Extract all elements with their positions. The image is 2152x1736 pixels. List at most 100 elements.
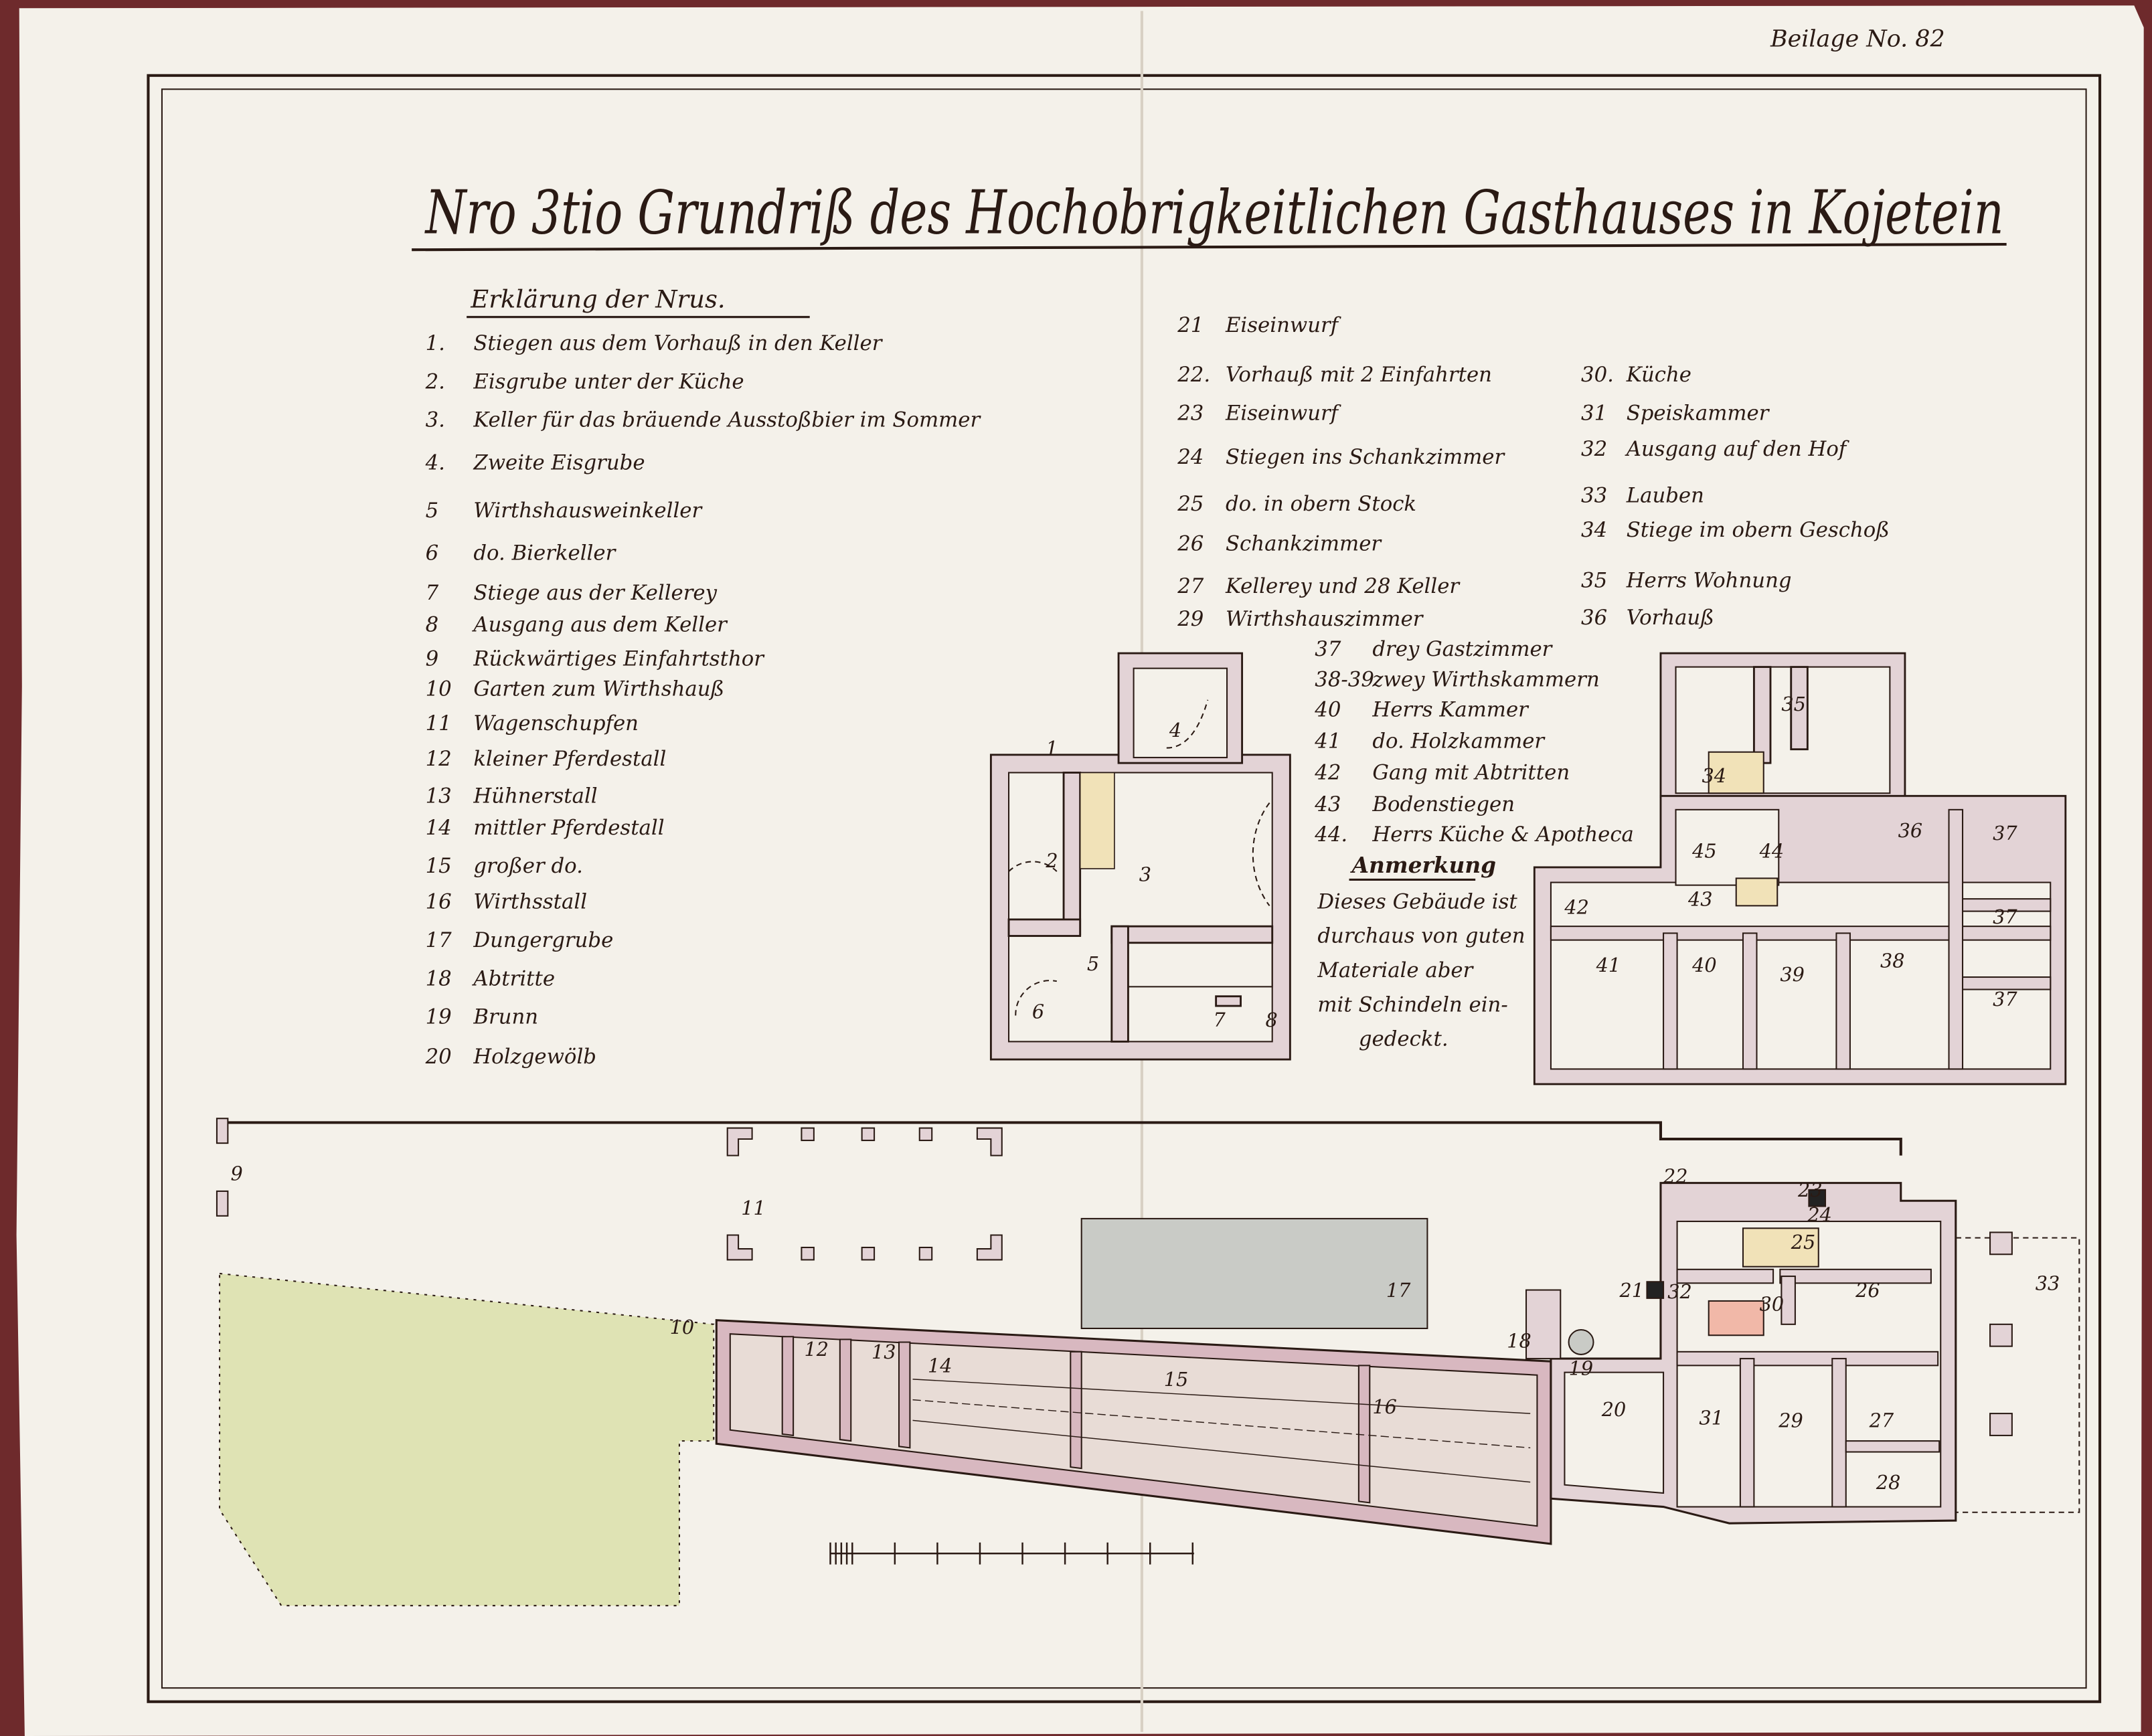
- legend-item-text: Herrs Küche & Apotheca: [1372, 822, 1634, 847]
- title-underline: [412, 242, 2007, 252]
- legend-item-text: Eisgrube unter der Küche: [473, 369, 744, 394]
- legend-item-number: 14: [426, 816, 452, 840]
- ground-room-label: 25: [1791, 1231, 1816, 1253]
- legend: 1.Stiegen aus dem Vorhauß in den Keller2…: [425, 313, 1890, 1069]
- legend-item-text: do. in obern Stock: [1226, 492, 1416, 516]
- legend-item-number: 7: [426, 581, 439, 605]
- legend-item-number: 24: [1177, 445, 1204, 469]
- legend-item-number: 32: [1581, 437, 1607, 461]
- legend-item-number: 23: [1177, 401, 1204, 425]
- legend-item-text: Wirthshauszimmer: [1226, 607, 1424, 631]
- ground-room-label: 18: [1507, 1330, 1532, 1353]
- legend-item-number: 3.: [426, 408, 445, 432]
- ground-room-label: 24: [1807, 1203, 1832, 1226]
- legend-item-text: Holzgewölb: [473, 1045, 596, 1069]
- legend-item-text: großer do.: [473, 854, 583, 878]
- legend-item-text: Speiskammer: [1627, 401, 1770, 425]
- legend-item-number: 34: [1581, 518, 1607, 542]
- upper-room-label: 43: [1687, 887, 1713, 910]
- ground-room-label: 11: [741, 1197, 766, 1219]
- legend-item-number: 26: [1177, 531, 1204, 555]
- legend-item-number: 30.: [1581, 363, 1614, 387]
- cellar-room-label: 7: [1214, 1009, 1226, 1031]
- upper-room-label: 40: [1691, 954, 1717, 976]
- legend-item-text: drey Gastzimmer: [1372, 637, 1553, 661]
- legend-item-text: Lauben: [1626, 484, 1704, 508]
- legend-item-text: Eiseinwurf: [1225, 401, 1341, 425]
- ground-room-label: 30: [1760, 1292, 1785, 1315]
- legend-item-number: 17: [426, 928, 452, 952]
- legend-item-number: 35: [1581, 569, 1607, 593]
- cellar-room-label: 3: [1139, 863, 1151, 885]
- ground-room-label: 27: [1869, 1409, 1894, 1432]
- legend-item-number: 20: [425, 1045, 452, 1069]
- ground-room-label: 33: [2036, 1272, 2060, 1295]
- legend-item-text: zwey Wirthskammern: [1372, 667, 1599, 691]
- legend-item-number: 18: [426, 966, 452, 990]
- page-title: Nro 3tio Grundriß des Hochobrigkeitliche…: [424, 178, 2003, 248]
- upper-room-label: 36: [1898, 819, 1923, 842]
- legend-item-text: Küche: [1626, 363, 1691, 387]
- legend-item-text: Garten zum Wirthshauß: [473, 677, 724, 701]
- upper-room-label: 41: [1596, 954, 1621, 976]
- legend-item-number: 38-39: [1315, 667, 1374, 691]
- ground-room-label: 14: [928, 1355, 953, 1377]
- upper-floor-plan: [1533, 652, 2067, 1086]
- upper-room-label: 37: [1993, 905, 2017, 928]
- ground-room-label: 23: [1797, 1179, 1823, 1201]
- ground-room-label: 17: [1386, 1279, 1411, 1302]
- legend-item-text: Stiege im obern Geschoß: [1627, 518, 1890, 542]
- upper-room-label: 35: [1781, 693, 1806, 715]
- legend-item-text: Bodenstiegen: [1372, 792, 1515, 816]
- upper-room-label: 34: [1702, 764, 1726, 787]
- legend-item-number: 43: [1314, 792, 1341, 816]
- upper-room-label: 37: [1993, 988, 2017, 1011]
- legend-item-number: 40: [1314, 697, 1341, 721]
- cellar-room-label: 1: [1046, 737, 1058, 760]
- legend-item-number: 11: [426, 711, 452, 735]
- cellar-room-label: 5: [1087, 952, 1099, 975]
- inner-frame: [161, 88, 2087, 1689]
- ground-room-label: 12: [805, 1338, 829, 1361]
- legend-item-text: Stiegen aus dem Vorhauß in den Keller: [473, 331, 883, 355]
- legend-item-number: 19: [426, 1005, 452, 1029]
- legend-item-number: 21: [1177, 313, 1204, 337]
- dung-pit: [1080, 1217, 1428, 1329]
- legend-item-text: kleiner Pferdestall: [473, 747, 666, 771]
- legend-item-text: Vorhauß: [1627, 606, 1714, 630]
- legend-item-text: do. Holzkammer: [1372, 729, 1546, 754]
- legend-item-number: 31: [1581, 401, 1607, 425]
- legend-item-text: Schankzimmer: [1226, 531, 1382, 555]
- upper-room-label: 45: [1691, 840, 1717, 863]
- note-line: durchaus von guten: [1317, 924, 1525, 948]
- legend-item-text: Herrs Kammer: [1372, 697, 1529, 721]
- legend-item-text: Ausgang aus dem Keller: [471, 612, 728, 636]
- legend-item-text: Stiegen ins Schankzimmer: [1226, 445, 1506, 469]
- ground-floor-plan: [216, 1118, 2080, 1607]
- legend-item-number: 22.: [1177, 363, 1210, 387]
- legend-item-number: 10: [426, 677, 452, 701]
- legend-item-text: Wagenschupfen: [473, 711, 639, 735]
- legend-item-text: Zweite Eisgrube: [473, 450, 645, 474]
- ground-room-label: 16: [1372, 1395, 1397, 1418]
- legend-item-text: Ausgang auf den Hof: [1625, 437, 1849, 461]
- legend-item-number: 9: [426, 647, 439, 671]
- note-heading: Anmerkung: [1350, 852, 1496, 878]
- legend-item-text: Kellerey und 28 Keller: [1225, 574, 1461, 598]
- legend-item-number: 44.: [1314, 822, 1347, 847]
- legend-item-text: do. Bierkeller: [473, 541, 616, 566]
- legend-item-number: 5: [426, 499, 439, 523]
- legend-item-number: 2.: [425, 369, 445, 394]
- note-line: gedeckt.: [1359, 1027, 1449, 1051]
- legend-item-number: 4.: [425, 450, 445, 474]
- garden: [219, 1272, 715, 1607]
- ground-room-label: 15: [1164, 1368, 1189, 1391]
- legend-heading: Erklärung der Nrus.: [470, 284, 725, 313]
- upper-room-label: 37: [1993, 822, 2017, 845]
- legend-item-number: 12: [426, 747, 452, 771]
- legend-item-text: Herrs Wohnung: [1626, 569, 1792, 593]
- legend-item-number: 15: [426, 854, 452, 878]
